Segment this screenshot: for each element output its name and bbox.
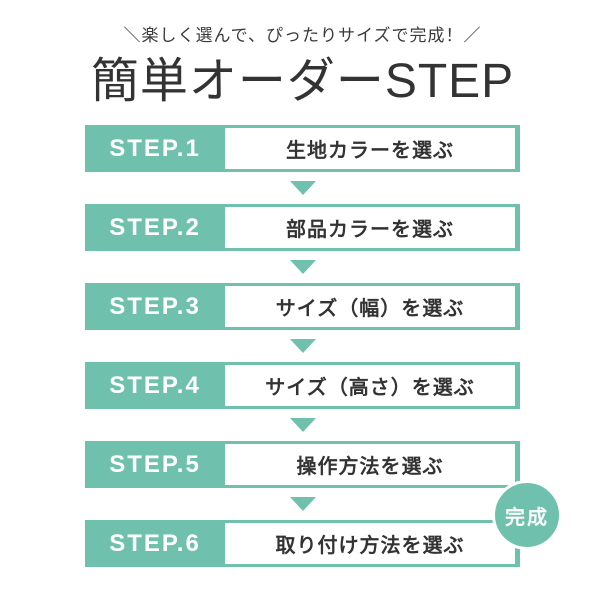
step-number-badge: STEP.5	[109, 450, 201, 478]
arrow-down-icon	[289, 418, 316, 432]
step-row-5: STEP.5 操作方法を選ぶ	[85, 441, 520, 488]
step-row-6: STEP.6 取り付け方法を選ぶ	[85, 520, 520, 567]
arrow-gap	[85, 330, 520, 362]
step-label-box: 生地カラーを選ぶ	[225, 128, 515, 169]
completion-badge-label: 完成	[505, 506, 549, 529]
step-row-1: STEP.1 生地カラーを選ぶ	[85, 125, 520, 172]
arrow-gap	[85, 251, 520, 283]
completion-badge: 完成	[492, 480, 562, 550]
step-label-box: サイズ（高さ）を選ぶ	[225, 365, 515, 406]
step-label-box: 操作方法を選ぶ	[225, 444, 515, 485]
step-row-4: STEP.4 サイズ（高さ）を選ぶ	[85, 362, 520, 409]
step-row-2: STEP.2 部品カラーを選ぶ	[85, 204, 520, 251]
step-number-badge: STEP.4	[109, 371, 201, 399]
arrow-down-icon	[289, 339, 316, 353]
arrow-gap	[85, 409, 520, 441]
step-label-box: 取り付け方法を選ぶ	[225, 523, 515, 564]
arrow-down-icon	[289, 497, 316, 511]
arrow-gap	[85, 488, 520, 520]
arrow-down-icon	[289, 260, 316, 274]
tagline: ＼楽しく選んで、ぴったりサイズで完成！／	[123, 26, 482, 45]
step-number-badge: STEP.3	[109, 292, 201, 320]
steps-list: STEP.1 生地カラーを選ぶ STEP.2 部品カラーを選ぶ STEP.3 サ…	[85, 125, 520, 567]
arrow-down-icon	[289, 181, 316, 195]
step-row-3: STEP.3 サイズ（幅）を選ぶ	[85, 283, 520, 330]
step-label-box: サイズ（幅）を選ぶ	[225, 286, 515, 327]
step-number-badge: STEP.1	[109, 134, 201, 162]
content-column: ＼楽しく選んで、ぴったりサイズで完成！／ 簡単オーダーSTEP STEP.1 生…	[85, 0, 520, 567]
step-number-badge: STEP.2	[109, 213, 201, 241]
step-number-badge: STEP.6	[109, 529, 201, 557]
page-title: 簡単オーダーSTEP	[90, 55, 515, 108]
step-label-box: 部品カラーを選ぶ	[225, 207, 515, 248]
arrow-gap	[85, 172, 520, 204]
